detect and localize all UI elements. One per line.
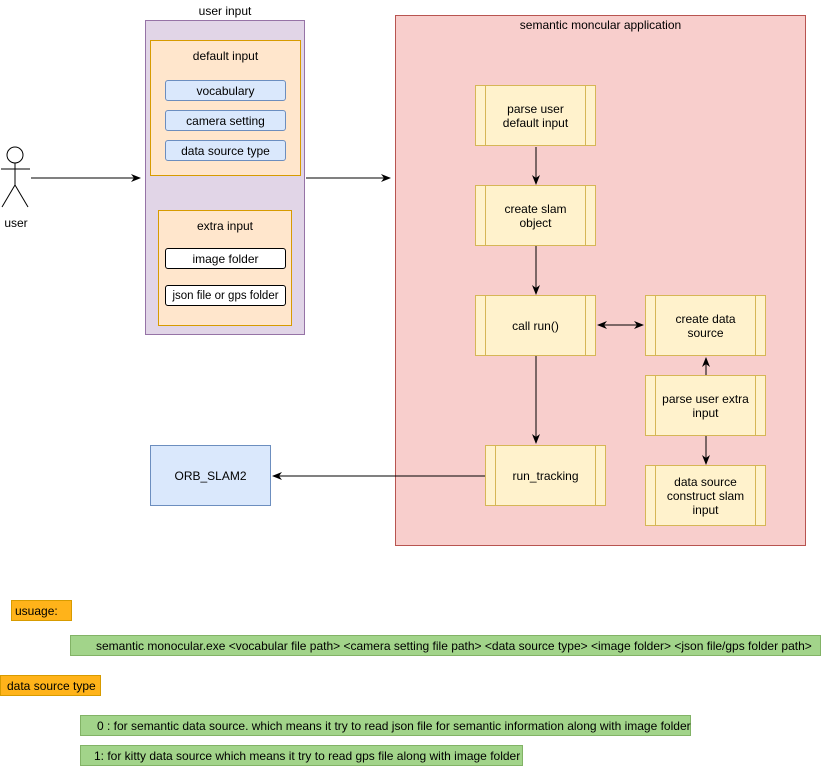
image-folder-item[interactable]: image folder bbox=[165, 248, 286, 269]
data-source-type-label: data source type bbox=[0, 675, 101, 696]
usage-label: usuage: bbox=[11, 600, 72, 621]
create-data-source-step[interactable]: create data source bbox=[645, 295, 766, 356]
user-actor-icon bbox=[1, 146, 30, 208]
data-source-construct-step[interactable]: data source construct slam input bbox=[645, 465, 766, 526]
vocabulary-item[interactable]: vocabulary bbox=[165, 80, 286, 101]
user-input-title: user input bbox=[198, 4, 252, 18]
json-gps-folder-item[interactable]: json file or gps folder bbox=[165, 285, 286, 306]
extra-input-title: extra input bbox=[196, 219, 254, 233]
orb-slam-box[interactable]: ORB_SLAM2 bbox=[150, 445, 271, 506]
option-1-bar: 1: for kitty data source which means it … bbox=[80, 745, 523, 766]
camera-setting-item[interactable]: camera setting bbox=[165, 110, 286, 131]
user-actor-label: user bbox=[4, 215, 28, 230]
parse-extra-input-label: parse user extra input bbox=[662, 391, 749, 420]
create-data-source-label: create data source bbox=[675, 311, 736, 340]
data-source-type-item[interactable]: data source type bbox=[165, 140, 286, 161]
data-source-construct-label: data source construct slam input bbox=[666, 474, 745, 517]
run-tracking-step[interactable]: run_tracking bbox=[485, 445, 606, 506]
create-slam-object-label: create slam object bbox=[504, 201, 567, 230]
parse-default-input-step[interactable]: parse user default input bbox=[475, 85, 596, 146]
parse-extra-input-step[interactable]: parse user extra input bbox=[645, 375, 766, 436]
parse-default-input-label: parse user default input bbox=[502, 101, 569, 130]
create-slam-object-step[interactable]: create slam object bbox=[475, 185, 596, 246]
usage-command-bar: semantic monocular.exe <vocabular file p… bbox=[70, 635, 821, 656]
option-0-bar: 0 : for semantic data source. which mean… bbox=[80, 715, 691, 736]
call-run-label: call run() bbox=[512, 318, 559, 333]
call-run-step[interactable]: call run() bbox=[475, 295, 596, 356]
application-title: semantic moncular application bbox=[519, 18, 682, 32]
default-input-title: default input bbox=[192, 49, 259, 63]
run-tracking-label: run_tracking bbox=[512, 468, 579, 483]
